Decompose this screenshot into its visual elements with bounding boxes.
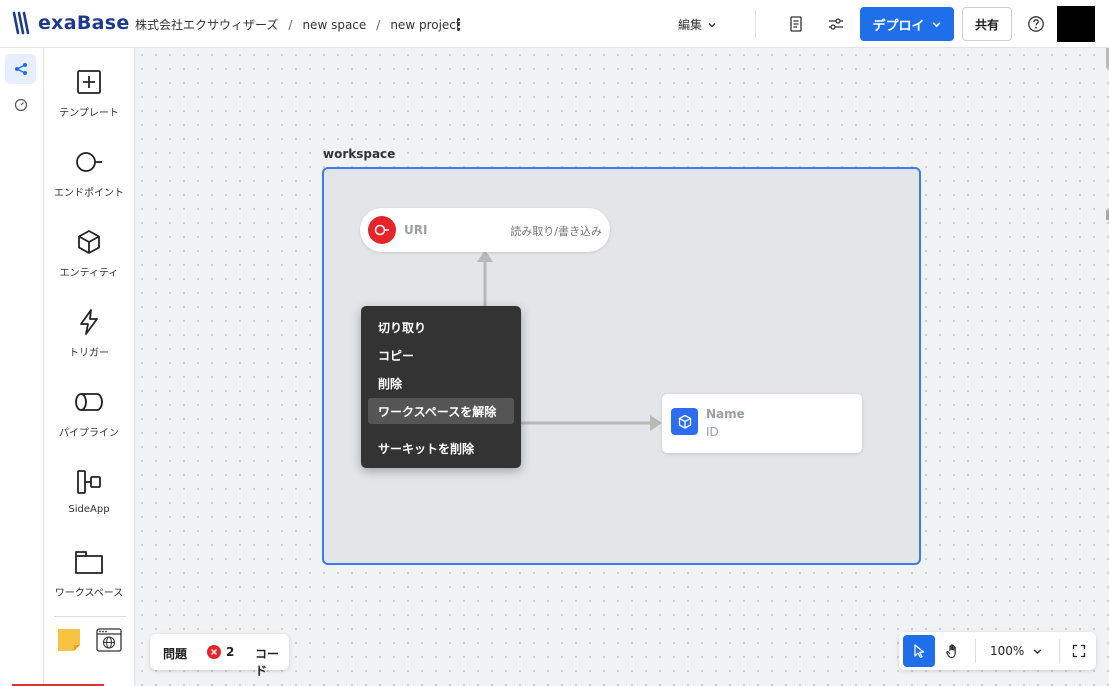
share-button[interactable]: 共有 — [962, 7, 1012, 41]
edge-arrowhead — [477, 250, 493, 262]
fullscreen-button[interactable] — [1063, 635, 1095, 667]
app-header: exaBase 株式会社エクサウィザーズ / new space / new p… — [0, 0, 1109, 48]
toolbar-divider — [1059, 639, 1060, 663]
fullscreen-icon — [1072, 644, 1086, 658]
web-app-icon[interactable] — [96, 628, 122, 652]
settings-sliders-icon[interactable] — [826, 14, 846, 34]
palette-item-label: SideApp — [68, 504, 110, 515]
progress-indicator — [12, 684, 104, 686]
palette-item-pipeline[interactable]: パイプライン — [44, 384, 134, 456]
logo-text: exaBase — [38, 12, 130, 34]
edge-arrowhead — [650, 415, 662, 431]
component-palette: テンプレート エンドポイント エンティティ トリガー パイプライン — [44, 48, 135, 686]
document-icon[interactable] — [786, 14, 806, 34]
breadcrumb-organization[interactable]: 株式会社エクサウィザーズ — [135, 18, 279, 32]
palette-item-label: エンティティ — [59, 268, 119, 279]
cube-icon — [78, 230, 100, 254]
breadcrumb-separator: / — [288, 17, 293, 32]
context-menu-copy[interactable]: コピー — [378, 348, 415, 363]
help-icon[interactable] — [1027, 15, 1045, 33]
zoom-level: 100% — [990, 644, 1025, 658]
error-icon — [207, 645, 221, 659]
endpoint-icon — [76, 152, 102, 172]
left-rail — [0, 48, 44, 686]
sticky-note-icon[interactable] — [57, 628, 81, 652]
breadcrumb-space[interactable]: new space — [302, 17, 367, 32]
entity-node-id: ID — [706, 425, 719, 439]
breadcrumb-project[interactable]: new project — [390, 17, 461, 32]
user-avatar[interactable] — [1057, 6, 1095, 42]
uri-node-mode: 読み取り/書き込み — [510, 225, 602, 238]
uri-node-name: URI — [404, 223, 428, 237]
zoom-select[interactable]: 100% — [990, 644, 1043, 658]
logo[interactable]: exaBase — [12, 11, 130, 35]
rail-dashboard-button[interactable] — [5, 90, 36, 120]
palette-item-entity[interactable]: エンティティ — [44, 224, 134, 296]
palette-item-label: ワークスペース — [54, 588, 124, 599]
deploy-label: デプロイ — [872, 18, 925, 34]
edit-menu-button[interactable]: 編集 — [678, 16, 717, 33]
palette-item-label: エンドポイント — [54, 188, 124, 199]
select-tool-button[interactable] — [903, 635, 935, 667]
deploy-button[interactable]: デプロイ — [860, 7, 954, 41]
gauge-icon — [14, 98, 27, 112]
palette-item-label: パイプライン — [59, 428, 119, 439]
palette-item-endpoint[interactable]: エンドポイント — [44, 144, 134, 216]
context-menu: 切り取り コピー 削除 ワークスペースを解除 サーキットを削除 — [361, 306, 521, 468]
folder-icon — [75, 551, 103, 574]
breadcrumb: 株式会社エクサウィザーズ / new space / new project — [135, 16, 461, 33]
header-divider — [755, 10, 756, 38]
more-options-icon[interactable] — [452, 14, 464, 34]
pan-tool-button[interactable] — [937, 635, 969, 667]
rail-circuit-button[interactable] — [5, 54, 36, 84]
pointer-icon — [914, 644, 925, 659]
canvas-tools-bar: 100% — [899, 632, 1096, 670]
palette-item-workspace[interactable]: ワークスペース — [44, 544, 134, 616]
edges-layer — [477, 250, 662, 431]
hand-icon — [946, 644, 956, 659]
edit-menu-label: 編集 — [678, 18, 703, 32]
chevron-down-icon — [932, 21, 940, 27]
lightning-icon — [80, 309, 98, 335]
palette-item-label: テンプレート — [59, 108, 119, 119]
context-menu-ungroup-workspace[interactable]: ワークスペースを解除 — [368, 398, 514, 424]
palette-item-trigger[interactable]: トリガー — [44, 304, 134, 376]
circuit-icon — [14, 63, 27, 75]
workspace-label: workspace — [323, 147, 396, 161]
scrollbar-marker — [1106, 210, 1109, 220]
exabase-logo-icon — [12, 11, 30, 35]
issues-bar: 問題 2 コード — [150, 634, 289, 678]
scrollbar-thumb[interactable] — [1106, 48, 1109, 68]
entity-node[interactable]: Name ID — [662, 394, 862, 453]
palette-item-label: トリガー — [69, 348, 109, 359]
uri-endpoint-node[interactable]: URI 読み取り/書き込み — [360, 208, 610, 252]
cube-icon — [671, 408, 698, 435]
pipe-icon — [75, 393, 103, 411]
palette-item-sideapp[interactable]: SideApp — [44, 464, 134, 536]
chevron-down-icon — [1034, 648, 1042, 654]
error-count: 2 — [226, 645, 235, 659]
code-button[interactable]: コード — [255, 647, 280, 678]
sideapp-icon — [77, 470, 101, 494]
issues-button[interactable]: 問題 — [163, 647, 188, 661]
context-menu-delete-circuit[interactable]: サーキットを削除 — [378, 441, 475, 456]
entity-node-name: Name — [706, 407, 745, 421]
toolbar-divider — [975, 639, 976, 663]
context-menu-delete[interactable]: 削除 — [378, 376, 403, 391]
chevron-down-icon — [708, 22, 716, 27]
context-menu-cut[interactable]: 切り取り — [378, 320, 427, 335]
palette-divider — [54, 616, 126, 617]
breadcrumb-separator: / — [376, 17, 381, 32]
palette-item-template[interactable]: テンプレート — [44, 64, 134, 136]
plus-square-icon — [77, 70, 101, 94]
circuit-canvas[interactable]: workspace URI 読み取り/書き込み Name ID 切り取り コピー — [135, 48, 1109, 686]
endpoint-icon — [368, 216, 396, 244]
